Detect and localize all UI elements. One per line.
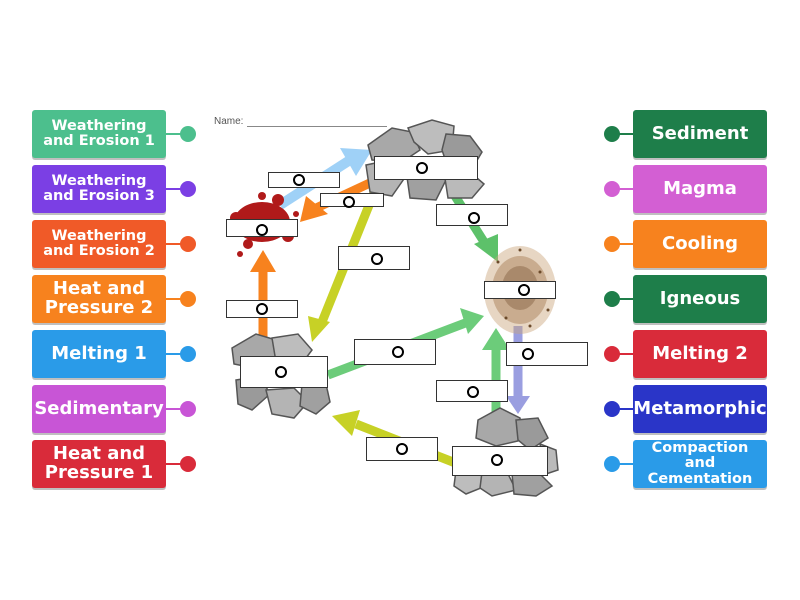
connector-igneous [617,298,633,300]
connector-weathering-and-erosion-3 [166,188,182,190]
label-sedimentary[interactable]: Sedimentary [32,385,166,433]
rock-pile-bottom [453,407,559,497]
drop-box-4[interactable] [436,204,508,226]
handle-igneous[interactable] [604,291,620,307]
arrow-orange-up-to-magma [250,250,276,338]
connector-compaction-and-cementation [617,463,633,465]
handle-cooling[interactable] [604,236,620,252]
label-melting-2[interactable]: Melting 2 [633,330,767,378]
handle-magma[interactable] [604,181,620,197]
label-weathering-and-erosion-3[interactable]: Weathering and Erosion 3 [32,165,166,213]
drop-box-7[interactable] [484,281,556,299]
label-heat-and-pressure-2[interactable]: Heat and Pressure 2 [32,275,166,323]
drop-box-8[interactable] [226,300,298,318]
drop-box-1[interactable] [374,156,478,180]
drop-box-13[interactable] [366,437,438,461]
drop-box-10[interactable] [506,342,588,366]
handle-sediment[interactable] [604,126,620,142]
arrow-lavender-down [506,326,530,414]
connector-cooling [617,243,633,245]
handle-heat-and-pressure-1[interactable] [180,456,196,472]
handle-compaction-and-cementation[interactable] [604,456,620,472]
label-metamorphic[interactable]: Metamorphic [633,385,767,433]
drop-box-11[interactable] [240,356,328,388]
drop-box-14[interactable] [452,446,548,476]
label-cooling[interactable]: Cooling [633,220,767,268]
handle-heat-and-pressure-2[interactable] [180,291,196,307]
connector-weathering-and-erosion-2 [166,243,182,245]
connector-melting-2 [617,353,633,355]
connector-heat-and-pressure-2 [166,298,182,300]
connector-metamorphic [617,408,633,410]
drop-box-9[interactable] [354,339,436,365]
drop-box-12[interactable] [436,380,508,402]
connector-magma [617,188,633,190]
drop-box-6[interactable] [338,246,410,270]
connector-heat-and-pressure-1 [166,463,182,465]
connector-weathering-and-erosion-1 [166,133,182,135]
label-magma[interactable]: Magma [633,165,767,213]
label-sediment[interactable]: Sediment [633,110,767,158]
handle-sedimentary[interactable] [180,401,196,417]
label-heat-and-pressure-1[interactable]: Heat and Pressure 1 [32,440,166,488]
handle-weathering-and-erosion-1[interactable] [180,126,196,142]
label-weathering-and-erosion-1[interactable]: Weathering and Erosion 1 [32,110,166,158]
connector-sediment [617,133,633,135]
connector-sedimentary [166,408,182,410]
label-melting-1[interactable]: Melting 1 [32,330,166,378]
drop-box-3[interactable] [320,193,384,207]
connector-melting-1 [166,353,182,355]
handle-melting-1[interactable] [180,346,196,362]
drop-box-2[interactable] [268,172,340,188]
name-field-label: Name: [214,116,388,127]
label-compaction-and-cementation[interactable]: Compaction and Cementation [633,440,767,488]
drop-box-5[interactable] [226,219,298,237]
label-igneous[interactable]: Igneous [633,275,767,323]
handle-weathering-and-erosion-2[interactable] [180,236,196,252]
handle-metamorphic[interactable] [604,401,620,417]
handle-weathering-and-erosion-3[interactable] [180,181,196,197]
handle-melting-2[interactable] [604,346,620,362]
label-weathering-and-erosion-2[interactable]: Weathering and Erosion 2 [32,220,166,268]
